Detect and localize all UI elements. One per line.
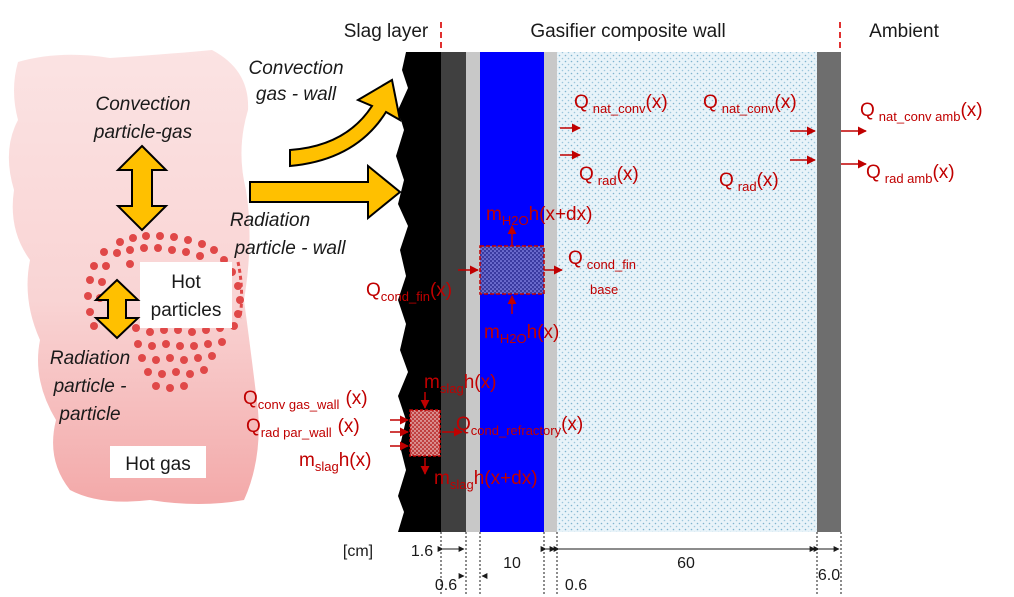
dimension-water: 10 — [503, 555, 521, 572]
hot-gas-label: Hot gas — [125, 454, 190, 475]
m-slag-left-label: mslagh(x) — [299, 450, 371, 474]
outer-steel-layer — [544, 52, 557, 532]
m-h2o-top-label: mH2Oh(x+dx) — [486, 204, 592, 228]
dimension-unit: [cm] — [343, 543, 373, 560]
radiation-particle-wall-label-2: particle - wall — [234, 238, 347, 259]
radiation-particle-wall-label-1: Radiation — [230, 210, 310, 231]
convection-gas-wall-label-2: gas - wall — [256, 84, 337, 105]
dimension-refractory: 0.6 — [435, 577, 457, 594]
q-cond-refractory-label: Qcond_refractory(x) — [456, 414, 583, 438]
dimension-shell: 6.0 — [818, 567, 840, 584]
radiation-particle-particle-label-1: Radiation — [50, 348, 130, 369]
hot-particles-box — [140, 262, 232, 328]
hot-particles-label-2: particles — [151, 300, 222, 321]
refractory-layer — [441, 52, 466, 532]
inner-steel-layer — [466, 52, 480, 532]
hot-particles-label-1: Hot — [171, 272, 201, 293]
slag-control-volume — [409, 409, 441, 457]
flux-arrows — [390, 123, 867, 475]
q-cond-fin-left-label: Qcond_fin(x) — [366, 280, 452, 304]
radiation-particle-particle-label-3: particle — [58, 404, 120, 425]
outer-shell-layer — [817, 52, 841, 532]
hot-particles-cluster — [84, 232, 244, 392]
m-h2o-bottom-label: mH2Oh(x) — [484, 322, 559, 346]
convection-double-arrow — [115, 144, 169, 232]
ambient-header: Ambient — [869, 21, 939, 42]
convection-particle-gas-label-1: Convection — [95, 94, 190, 115]
wall-header: Gasifier composite wall — [530, 21, 725, 42]
radiation-particle-wall-arrow — [249, 163, 402, 221]
dimension-insulation: 60 — [677, 555, 695, 572]
dimension-lines — [437, 532, 842, 596]
q-cond-fin-right-label-2: base — [590, 282, 618, 297]
hot-gas-cloud — [8, 50, 259, 504]
dimension-steel: 0.6 — [565, 577, 587, 594]
radiation-particle-particle-label-2: particle - — [53, 376, 127, 397]
hot-gas-box — [110, 446, 206, 478]
q-conv-gas-wall-label: Qconv gas_wall(x) — [243, 388, 368, 412]
radiation-double-arrow — [93, 278, 141, 340]
particle-cluster-edge — [236, 261, 244, 319]
slag-layer-header: Slag layer — [344, 21, 429, 42]
m-slag-top-label: mslagh(x) — [424, 372, 496, 396]
dimension-slag: 1.6 — [411, 543, 433, 560]
water-control-volume — [479, 245, 545, 295]
insulation-layer — [557, 52, 817, 532]
q-rad-par-wall-label: Qrad par_wall(x) — [246, 416, 360, 440]
m-slag-bottom-label: mslagh(x+dx) — [434, 468, 538, 492]
convection-particle-gas-label-2: particle-gas — [93, 122, 193, 143]
convection-gas-wall-arrow — [289, 78, 402, 168]
convection-gas-wall-label-1: Convection — [248, 58, 343, 79]
